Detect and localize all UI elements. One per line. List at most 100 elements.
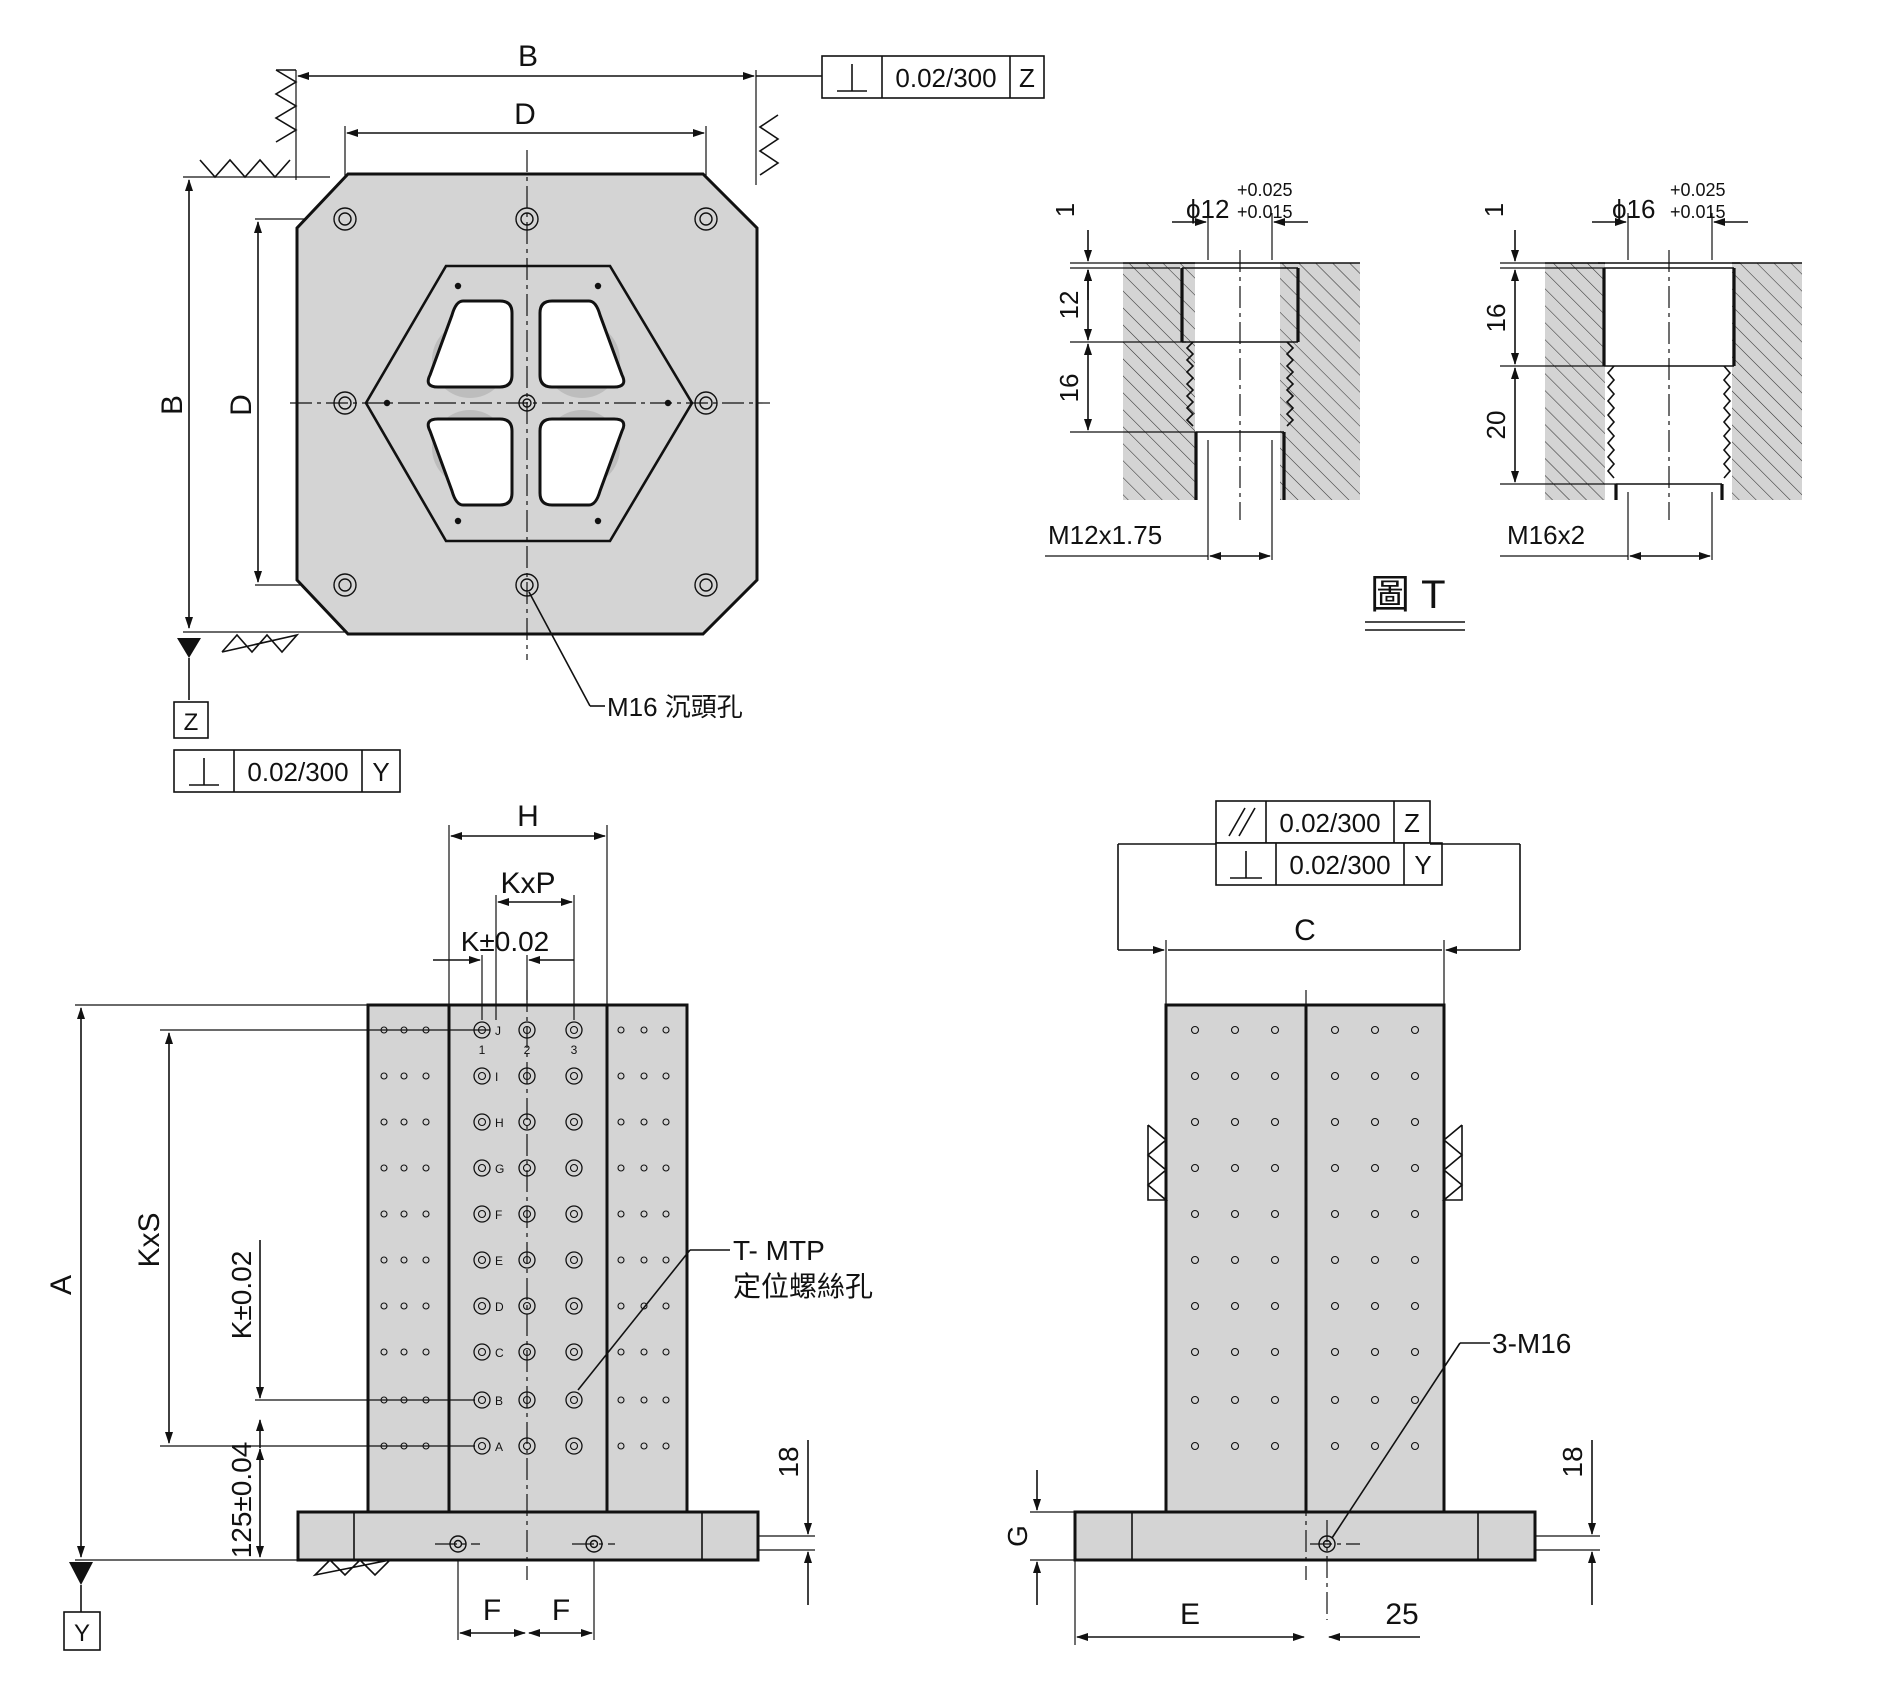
callout-positioning-hole: 定位螺絲孔 — [733, 1271, 873, 1302]
threaded-hole — [565, 1067, 583, 1085]
row-letter-label: G — [495, 1162, 504, 1176]
threaded-hole — [473, 1113, 491, 1131]
small-hole — [422, 1256, 430, 1264]
threaded-hole-core — [522, 1255, 532, 1265]
side-hole — [1190, 1255, 1200, 1265]
side-hole — [1190, 1301, 1200, 1311]
tolerance-frame-bottom: 0.02/300 Y — [173, 749, 401, 793]
tolerance-frame-parallel: 0.02/300 Z — [1215, 800, 1431, 844]
threaded-hole-core — [569, 1071, 579, 1081]
side-hole — [1230, 1071, 1240, 1081]
small-hole — [640, 1118, 648, 1126]
side-hole — [1230, 1255, 1240, 1265]
side-hole — [1330, 1255, 1340, 1265]
small-hole — [380, 1118, 388, 1126]
threaded-hole-core — [569, 1255, 579, 1265]
threaded-hole — [565, 1391, 583, 1409]
side-hole — [1190, 1117, 1200, 1127]
threaded-hole-core — [569, 1347, 579, 1357]
side-hole — [1410, 1117, 1420, 1127]
dim-h: H — [517, 800, 539, 833]
small-hole — [640, 1210, 648, 1218]
small-hole — [422, 1210, 430, 1218]
threaded-hole-core — [477, 1209, 487, 1219]
threaded-hole — [473, 1297, 491, 1315]
dim-25: 25 — [1385, 1598, 1418, 1631]
small-hole — [617, 1348, 625, 1356]
threaded-hole — [518, 1067, 536, 1085]
side-hole — [1370, 1163, 1380, 1173]
datum-y-label: Y — [74, 1620, 90, 1647]
dim-12-left: 12 — [1054, 291, 1084, 320]
threaded-hole — [565, 1021, 583, 1039]
side-column-left — [1164, 1003, 1308, 1514]
small-hole — [640, 1026, 648, 1034]
side-hole — [1410, 1395, 1420, 1405]
window-bottom-left — [426, 417, 514, 507]
dim-g: G — [1002, 1525, 1033, 1547]
tolerance-parallel-value: 0.02/300 — [1279, 808, 1380, 838]
tolerance-top-datum: Z — [1019, 63, 1035, 93]
support-triangles-front — [312, 1558, 393, 1577]
threaded-hole-core — [477, 1071, 487, 1081]
side-hole — [1370, 1347, 1380, 1357]
support-triangles-side-left — [1146, 1124, 1169, 1201]
threaded-hole — [518, 1391, 536, 1409]
threaded-hole — [565, 1251, 583, 1269]
row-letter-label: D — [495, 1300, 504, 1314]
threaded-hole — [518, 1021, 536, 1039]
small-hole — [662, 1396, 670, 1404]
small-hole — [640, 1442, 648, 1450]
small-hole — [422, 1118, 430, 1126]
small-hole — [400, 1210, 408, 1218]
small-hole — [662, 1348, 670, 1356]
threaded-hole-core — [477, 1441, 487, 1451]
side-hole — [1410, 1255, 1420, 1265]
small-hole — [400, 1348, 408, 1356]
threaded-hole — [565, 1113, 583, 1131]
base-plate-front — [296, 1510, 760, 1562]
threaded-hole-core — [522, 1395, 532, 1405]
small-hole — [640, 1072, 648, 1080]
small-hole — [617, 1256, 625, 1264]
dim-18-front: 18 — [773, 1446, 804, 1477]
dia-12-tol-lower: +0.015 — [1237, 202, 1293, 222]
dim-20-right: 20 — [1481, 411, 1511, 440]
row-letter-label: C — [495, 1346, 504, 1360]
tolerance-top-value: 0.02/300 — [895, 63, 996, 93]
small-hole — [400, 1256, 408, 1264]
threaded-hole-core — [569, 1441, 579, 1451]
threaded-hole — [473, 1159, 491, 1177]
side-hole — [1270, 1209, 1280, 1219]
small-hole — [640, 1164, 648, 1172]
threaded-hole — [565, 1437, 583, 1455]
threaded-hole — [518, 1113, 536, 1131]
dim-f-right: F — [552, 1594, 570, 1627]
threaded-hole-core — [477, 1117, 487, 1127]
threaded-hole — [565, 1159, 583, 1177]
threaded-hole — [518, 1251, 536, 1269]
row-letter-label: E — [495, 1254, 503, 1268]
threaded-hole — [473, 1205, 491, 1223]
column-center — [447, 1003, 609, 1514]
section-m16: ϕ16 +0.025 +0.015 1 16 20 M16x2 — [1479, 180, 1802, 560]
dim-18-side: 18 — [1557, 1446, 1588, 1477]
thread-m16: M16x2 — [1507, 520, 1585, 550]
side-hole — [1270, 1071, 1280, 1081]
row-letter-label: B — [495, 1394, 503, 1408]
side-hole — [1190, 1441, 1200, 1451]
small-hole — [662, 1072, 670, 1080]
small-hole — [662, 1256, 670, 1264]
threaded-hole-core — [569, 1163, 579, 1173]
small-hole — [617, 1118, 625, 1126]
side-hole — [1330, 1301, 1340, 1311]
dim-16-left: 16 — [1054, 374, 1084, 403]
side-hole — [1270, 1301, 1280, 1311]
tolerance-perp-datum: Y — [1414, 850, 1431, 880]
side-hole — [1330, 1071, 1340, 1081]
datum-z-label: Z — [184, 709, 199, 736]
side-hole — [1190, 1071, 1200, 1081]
side-hole — [1190, 1025, 1200, 1035]
dia-12: ϕ12 — [1186, 194, 1229, 224]
